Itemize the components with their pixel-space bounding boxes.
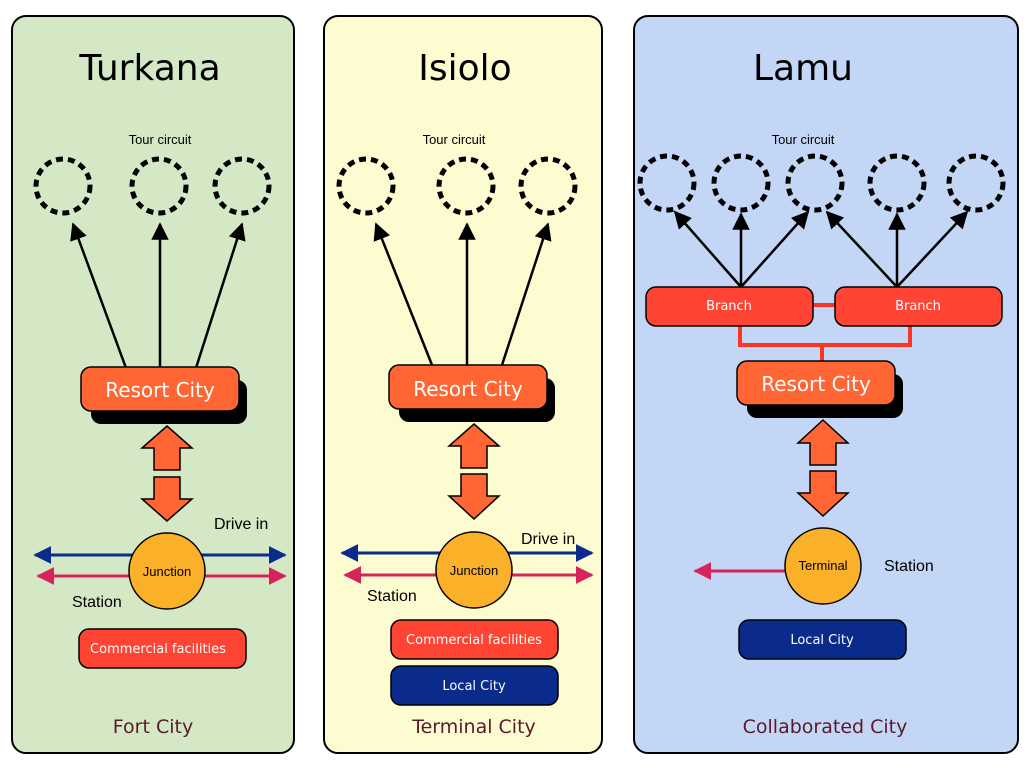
tour-circuit-label: Tour circuit: [772, 132, 835, 147]
junction-node: [128, 532, 206, 610]
down-arrow-icon: [796, 470, 850, 518]
station-label: Station: [367, 588, 417, 605]
up-arrow-icon: [796, 418, 850, 466]
local-city-box: [390, 665, 559, 706]
branch-label-right: Branch: [895, 299, 941, 314]
up-arrow-icon: [447, 423, 501, 469]
tour-spot-circle: [785, 153, 845, 213]
local-city-label: Local City: [442, 679, 506, 694]
panel-lamu: Lamu Tour circuit Branch Branch Resort C…: [633, 15, 1019, 754]
circuit-arrow: [70, 222, 128, 369]
panel-title: Isiolo: [418, 48, 511, 89]
tour-spot-circle: [33, 156, 93, 216]
circuit-arrow: [825, 210, 898, 288]
station-label: Station: [884, 558, 934, 575]
commercial-facilities-label: Commercial facilities: [90, 642, 226, 657]
tour-spot-circle: [946, 153, 1006, 213]
tour-spot-circle: [637, 153, 697, 213]
resort-city-box: [736, 360, 896, 406]
terminal-node: [784, 527, 862, 605]
circuit-arrow: [500, 222, 552, 366]
commercial-facilities-label: Commercial facilities: [406, 633, 542, 648]
panel-isiolo: Isiolo Tour circuit Resort City Junction…: [323, 15, 603, 754]
circuit-arrow: [373, 222, 434, 366]
station-label: Station: [72, 594, 122, 611]
panel-title: Lamu: [753, 48, 853, 89]
panel-footer: Fort City: [113, 716, 193, 738]
terminal-label: Terminal: [798, 558, 847, 573]
panel-turkana: Turkana Tour circuit Resort City Junctio…: [11, 15, 295, 754]
tour-spot-circle: [867, 153, 927, 213]
resort-city-label: Resort City: [105, 378, 215, 402]
down-arrow-icon: [140, 476, 194, 522]
tour-circuit-label: Tour circuit: [423, 132, 486, 147]
resort-city-box: [388, 364, 548, 410]
tour-spot-circle: [212, 156, 272, 216]
circuit-arrow: [896, 210, 969, 288]
panel-footer: Terminal City: [411, 716, 536, 738]
tour-spot-circle: [711, 153, 771, 213]
drive-in-label: Drive in: [521, 531, 575, 548]
up-arrow-icon: [140, 425, 194, 471]
branch-box-right: [834, 286, 1003, 327]
drive-in-label: Drive in: [214, 516, 268, 533]
circuit-arrow: [673, 210, 742, 288]
down-arrow-icon: [447, 473, 501, 521]
tour-spot-circle: [436, 156, 496, 216]
junction-node: [435, 531, 513, 609]
resort-city-label: Resort City: [413, 377, 523, 401]
tour-circuit-label: Tour circuit: [129, 132, 192, 147]
tour-spot-circle: [129, 156, 189, 216]
tour-spot-circle: [336, 156, 396, 216]
circuit-arrow: [194, 222, 246, 369]
tour-spot-circle: [518, 156, 578, 216]
panel-title: Turkana: [78, 48, 220, 89]
resort-city-box: [80, 366, 240, 412]
resort-city-label: Resort City: [761, 372, 871, 396]
local-city-box: [738, 619, 907, 660]
local-city-label: Local City: [790, 633, 854, 648]
commercial-facilities-box: [78, 628, 247, 669]
branch-label-left: Branch: [706, 299, 752, 314]
commercial-facilities-box: [390, 619, 559, 660]
panel-footer: Collaborated City: [743, 716, 908, 738]
junction-label: Junction: [143, 564, 191, 579]
circuit-arrow: [740, 210, 810, 288]
junction-label: Junction: [450, 563, 498, 578]
branch-connector: [738, 325, 912, 347]
branch-box-left: [645, 286, 814, 327]
